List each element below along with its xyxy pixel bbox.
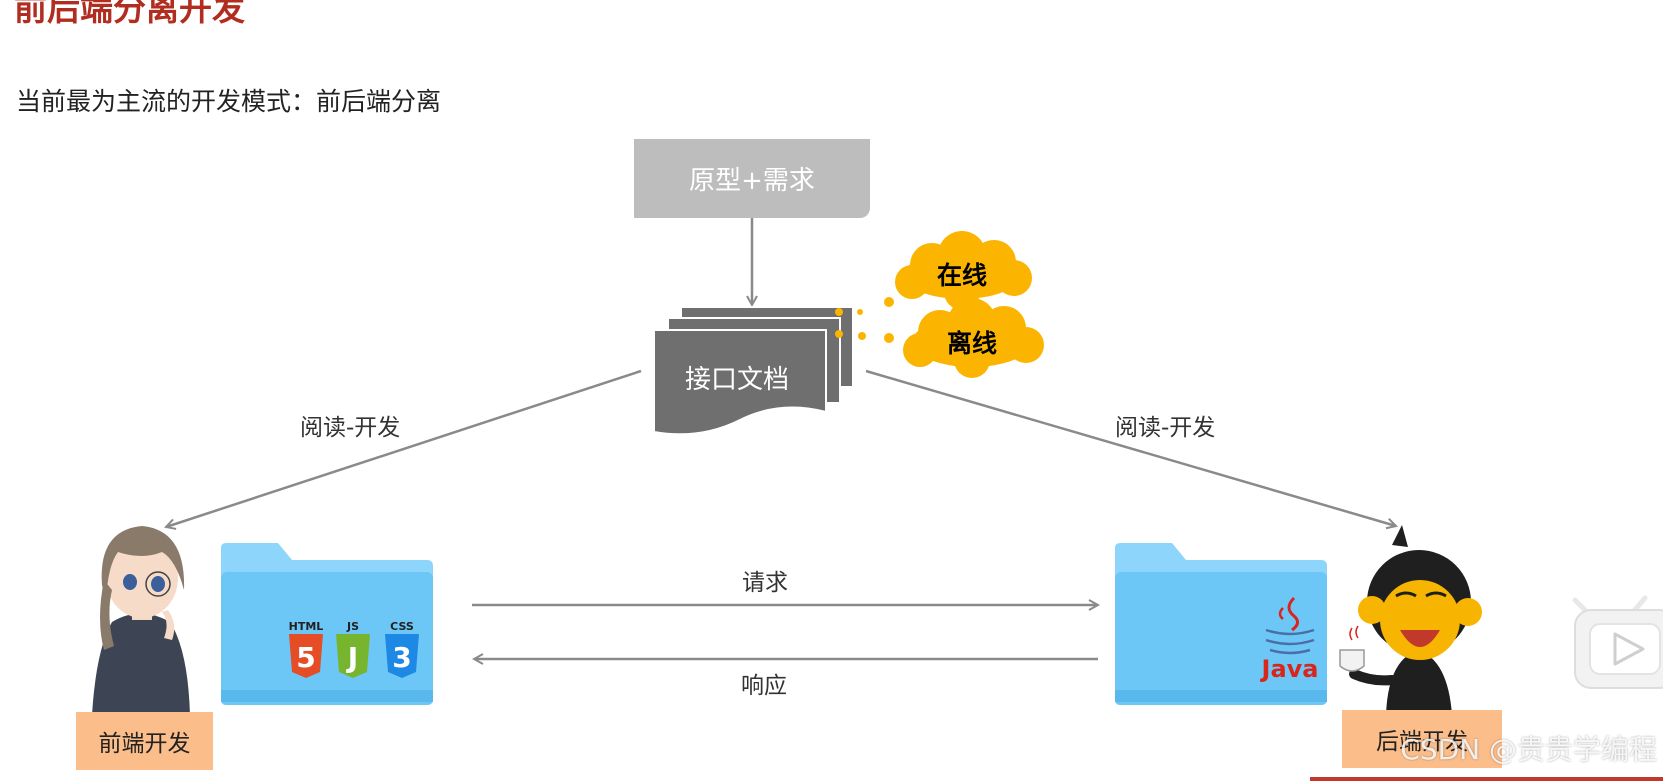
css3-icon: CSS 3 (385, 620, 419, 678)
cloud-online-label: 在线 (937, 261, 987, 290)
css3-number: 3 (392, 641, 411, 674)
java-icon: Java (1260, 596, 1319, 683)
cloud-offline-label: 离线 (947, 329, 997, 358)
api-doc-stack (653, 306, 854, 436)
html5-badge-label: HTML (289, 620, 324, 633)
backend-dev-badge: 后端开发 (1342, 710, 1502, 768)
backend-dev-label: 后端开发 (1376, 729, 1468, 755)
api-doc-label: 接口文档 (685, 365, 789, 395)
prototype-requirements-box: 原型+需求 (634, 139, 870, 218)
html5-icon: HTML 5 (289, 620, 324, 678)
connector-dots (835, 297, 894, 343)
subtitle: 当前最为主流的开发模式：前后端分离 (16, 87, 442, 116)
frontend-dev-badge: 前端开发 (76, 712, 213, 770)
response-label: 响应 (741, 673, 787, 699)
arrow-doc-to-backend (865, 369, 1396, 526)
arrow-doc-to-frontend (166, 369, 642, 527)
backend-developer-avatar (1339, 525, 1482, 715)
backend-folder-icon (1115, 543, 1327, 705)
js-glyph: J (346, 641, 358, 674)
javascript-icon: JS J (336, 620, 370, 678)
request-label: 请求 (742, 570, 788, 596)
frontend-folder-icon (221, 543, 433, 705)
cloud-offline-icon (903, 298, 1044, 378)
read-develop-left-label: 阅读-开发 (300, 415, 401, 441)
js-badge-label: JS (346, 620, 359, 633)
bottom-accent-line (1310, 777, 1663, 781)
frontend-dev-label: 前端开发 (98, 731, 191, 757)
watermark: CSDN @贵贵学编程 (1400, 733, 1657, 766)
frontend-developer-avatar (92, 526, 190, 715)
page-title: 前后端分离开发 (14, 0, 245, 28)
prototype-requirements-label: 原型+需求 (689, 166, 815, 196)
cloud-online-icon (895, 231, 1032, 310)
java-label: Java (1260, 655, 1319, 683)
read-develop-right-label: 阅读-开发 (1115, 415, 1216, 441)
html5-number: 5 (296, 641, 315, 674)
css3-badge-label: CSS (390, 620, 414, 633)
video-player-widget-icon[interactable] (1572, 595, 1663, 689)
